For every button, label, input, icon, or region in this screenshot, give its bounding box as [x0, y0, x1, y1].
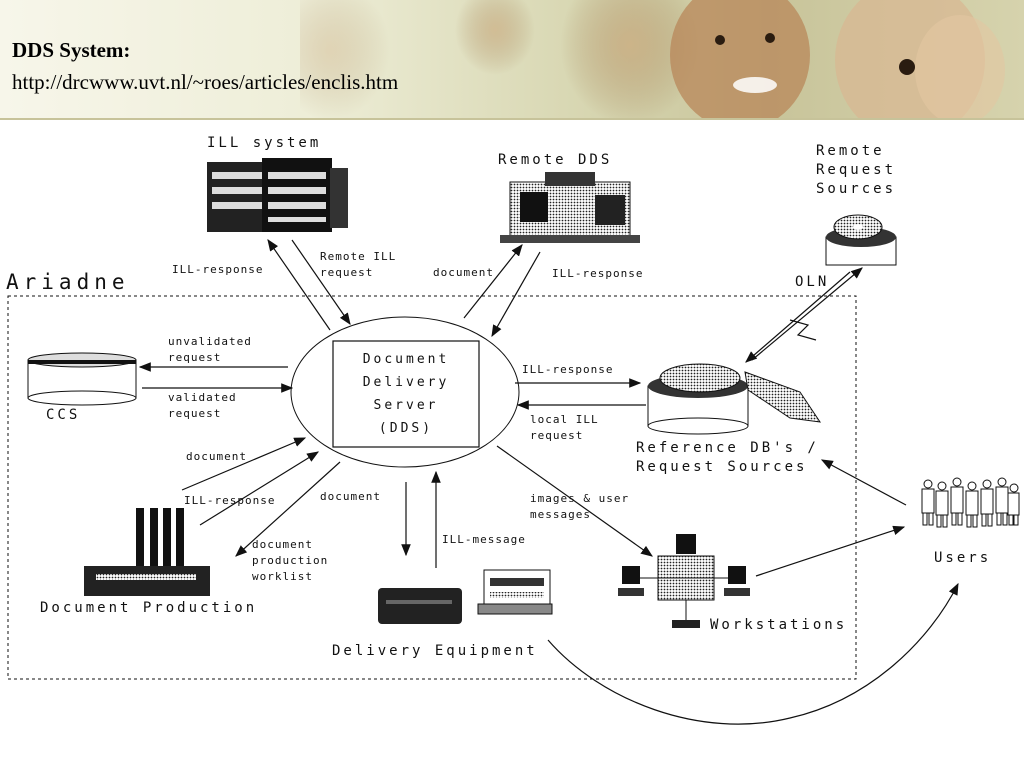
reference-db-icon: [647, 363, 822, 435]
arrow-workstations-to-users: [755, 525, 906, 577]
node-remote-request-sources-label: Remote Request Sources: [816, 143, 897, 197]
node-ill-system-label: ILL system: [207, 135, 322, 151]
source-url: http://drcwww.uvt.nl/~roes/articles/encl…: [12, 70, 399, 94]
arrow-dds-to-prod: [235, 461, 341, 557]
region-ariadne-label: Ariadne: [6, 270, 130, 294]
arrow-prod-to-dds-doc: [181, 437, 307, 491]
edge-ill-response-top-label: ILL-response: [172, 263, 264, 276]
edge-document-prod-label: document: [186, 450, 247, 463]
edge-ill-response-remote-label: ILL-response: [552, 267, 644, 280]
header-photo-image: [300, 0, 1005, 118]
remote-request-sources-icon: [825, 214, 897, 266]
edge-document-remote-label: document: [433, 266, 494, 279]
edge-ill-response-ref-label: ILL-response: [522, 363, 614, 376]
edge-images-user-messages-label: images & user messages: [530, 492, 630, 521]
node-ccs-label: CCS: [46, 407, 81, 423]
delivery-equipment-icon: [378, 569, 553, 624]
users-icon: [921, 477, 1020, 528]
node-oln-label: OLN: [795, 274, 830, 290]
workstations-icon: [618, 534, 750, 628]
ariadne-boundary: [7, 295, 857, 680]
edge-ill-response-prod-label: ILL-response: [184, 494, 276, 507]
arrow-ref-to-remote: [751, 267, 863, 361]
edge-document-production-worklist-label: document production worklist: [252, 538, 329, 583]
dds-box: [332, 340, 480, 448]
arrow-remote-to-ref: [745, 271, 851, 363]
arrow-dds-to-remote: [463, 244, 523, 319]
arrow-delivery-to-users: [547, 582, 959, 725]
header-divider: [0, 118, 1024, 120]
edge-validated-request-label: validated request: [168, 391, 237, 420]
arrow-prod-to-dds-ill: [199, 451, 320, 526]
header-banner: DDS System: http://drcwww.uvt.nl/~roes/a…: [0, 0, 1024, 118]
document-production-icon: [84, 508, 210, 596]
node-dds-label: Document Delivery Server (DDS): [362, 352, 450, 436]
remote-dds-icon: [500, 172, 640, 243]
node-users-label: Users: [934, 550, 992, 566]
ccs-icon: [27, 352, 137, 406]
node-document-production-label: Document Production: [40, 600, 258, 616]
node-remote-dds-label: Remote DDS: [498, 152, 613, 168]
node-delivery-equipment-label: Delivery Equipment: [332, 643, 538, 659]
edge-remote-ill-request-label: Remote ILL request: [320, 250, 397, 279]
edge-document-delivery-label: document: [320, 490, 381, 503]
arrow-dds-to-workstations: [496, 445, 653, 557]
edge-local-ill-request-label: local ILL request: [530, 413, 599, 442]
edge-ill-message-label: ILL-message: [442, 533, 526, 546]
arrow-dds-to-ill: [267, 239, 331, 331]
node-workstations-label: Workstations: [710, 617, 848, 633]
node-reference-db-label: Reference DB's / Request Sources: [636, 440, 819, 475]
edge-unvalidated-request-label: unvalidated request: [168, 335, 252, 364]
arrow-remote-to-dds: [491, 251, 541, 338]
dds-diagram: [7, 158, 1020, 725]
oln-lightning: [789, 319, 817, 341]
arrow-ill-to-dds: [291, 239, 351, 325]
ill-system-icon: [207, 158, 348, 232]
page-title: DDS System:: [12, 38, 131, 62]
arrow-users-to-ref: [820, 459, 907, 506]
